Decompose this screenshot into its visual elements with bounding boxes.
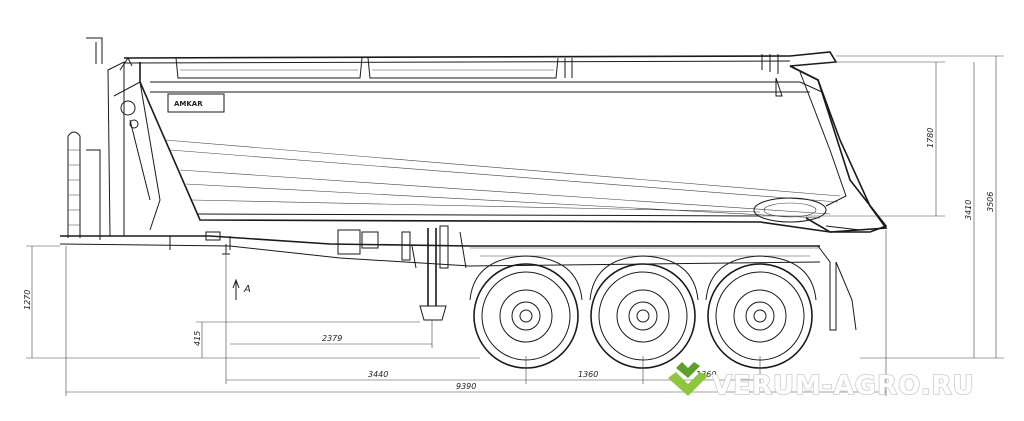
brand-label: AMKAR (174, 100, 203, 108)
wheel-axle-2 (589, 255, 699, 369)
dim-415: 415 (193, 331, 202, 346)
dimension-lines (26, 55, 1004, 396)
chassis (59, 225, 861, 331)
double-chevron-logo-icon (668, 362, 708, 396)
dim-9390: 9390 (456, 382, 476, 391)
tipper-body (67, 37, 888, 240)
dim-3506: 3506 (986, 192, 995, 212)
view-arrow-label: A (243, 284, 251, 295)
watermark-text: VERUM-AGRO.RU (712, 371, 975, 401)
dim-3410: 3410 (964, 200, 973, 220)
dim-1270: 1270 (23, 290, 32, 310)
wheel-axle-1 (469, 255, 583, 369)
wheel-axle-3 (705, 255, 817, 369)
dim-3440: 3440 (368, 370, 388, 379)
dim-1360-a: 1360 (578, 370, 598, 379)
dim-2379: 2379 (322, 334, 342, 343)
dim-1360-b: 1360 (696, 370, 716, 379)
dim-1780: 1780 (926, 128, 935, 148)
